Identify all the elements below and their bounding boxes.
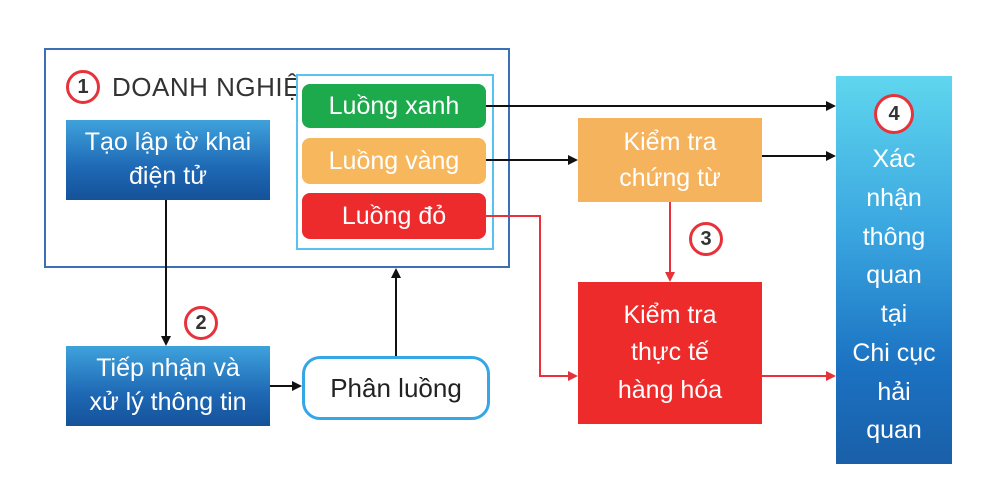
confirm-clearance-text: Xác nhận thông quan tại Chi cục hải quan	[852, 145, 936, 445]
step-2-badge: 2	[184, 306, 218, 340]
lane-yellow: Luồng vàng	[302, 138, 486, 184]
check-goods-box: Kiểm tra thực tế hàng hóa	[578, 282, 762, 424]
step-1-badge: 1	[66, 70, 100, 104]
classify-box: Phân luồng	[302, 356, 490, 420]
enterprise-title: DOANH NGHIỆP	[112, 72, 319, 102]
receive-process-box: Tiếp nhận và xử lý thông tin	[66, 346, 270, 426]
check-documents-box: Kiểm tra chứng từ	[578, 118, 762, 202]
step-3-badge: 3	[689, 222, 723, 256]
lane-green: Luồng xanh	[302, 84, 486, 128]
step-4-badge: 4	[874, 94, 914, 134]
create-declaration-box: Tạo lập tờ khai điện tử	[66, 120, 270, 200]
arrow-red-to-goods	[486, 215, 578, 381]
lane-red: Luồng đỏ	[302, 193, 486, 239]
confirm-clearance-box: 4 Xác nhận thông quan tại Chi cục hải qu…	[836, 76, 952, 464]
